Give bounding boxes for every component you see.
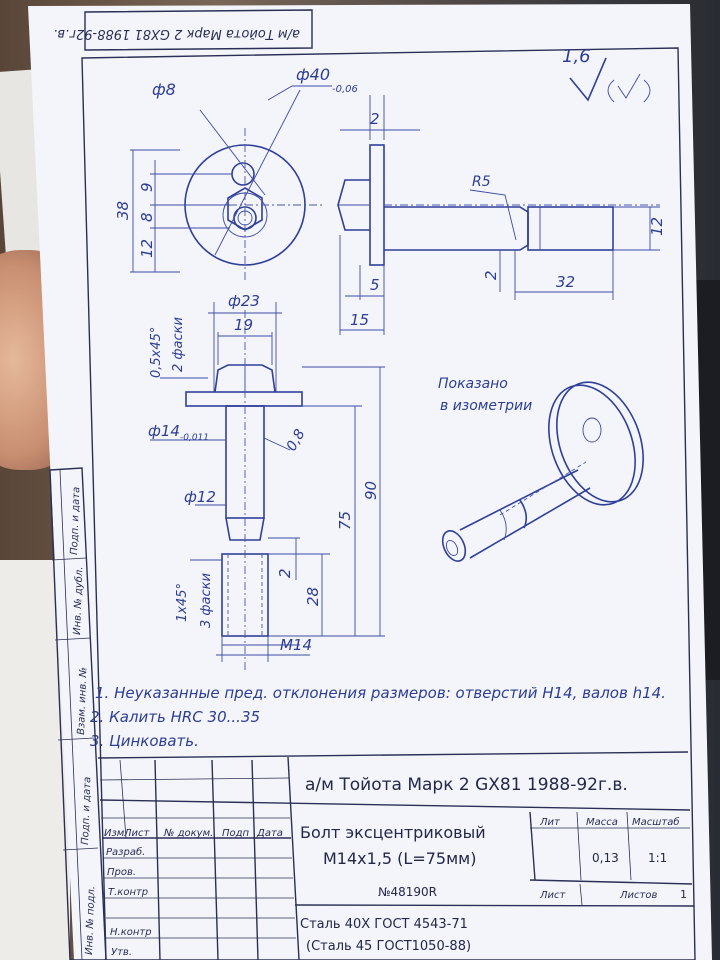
top-stamp-text: а/м Тойота Марк 2 GX81 1988-92г.в. bbox=[53, 26, 300, 41]
drawing-frame bbox=[81, 47, 696, 960]
chamfer-bottom-note: 3 фаски bbox=[199, 573, 214, 628]
strip-podp-data-2: Подп. и дата bbox=[80, 777, 93, 845]
strip-inv-dubl: Инв. № дубл. bbox=[71, 566, 85, 635]
dim-19-label: 19 bbox=[234, 316, 253, 334]
dim-disc-label: ф40 bbox=[296, 65, 330, 84]
title-material-1: Сталь 40Х ГОСТ 4543-71 bbox=[300, 917, 468, 932]
top-stamp: а/м Тойота Марк 2 GX81 1988-92г.в. bbox=[53, 9, 313, 51]
hdr-masshtab: Масштаб bbox=[632, 816, 680, 828]
row-utv: Утв. bbox=[111, 947, 132, 958]
note-3: 3. Цинковать. bbox=[90, 732, 199, 750]
dim-12-front-label: ф12 bbox=[184, 488, 216, 506]
title-block: Изм Лист № докум. Подп Дата Разраб. Пров… bbox=[97, 751, 695, 960]
top-view: ф8 ф40 -0,06 38 12 8 9 bbox=[114, 65, 358, 280]
iso-caption-2: в изометрии bbox=[440, 398, 532, 414]
row-tkontr: Т.контр bbox=[108, 887, 148, 898]
dim-12-side-label: 12 bbox=[648, 217, 666, 236]
title-vehicle: а/м Тойота Марк 2 GX81 1988-92г.в. bbox=[305, 775, 628, 795]
col-list: Лист bbox=[123, 828, 151, 839]
scale-value: 1:1 bbox=[648, 851, 667, 865]
col-izm: Изм bbox=[104, 828, 125, 839]
dim-14-tolerance: -0,011 bbox=[180, 433, 209, 443]
row-razrab: Разраб. bbox=[106, 846, 145, 858]
chamfer-top-note: 2 фаски bbox=[171, 317, 186, 372]
strip-podp-data-1: Подп. и дата bbox=[69, 487, 82, 555]
col-data: Дата bbox=[256, 828, 283, 839]
dim-disc-tolerance: -0,06 bbox=[332, 84, 358, 95]
isometric-view: Показано в изометрии bbox=[438, 376, 644, 562]
strip-inv-podl: Инв. № подл. bbox=[84, 886, 97, 955]
dim-75-label: 75 bbox=[336, 511, 354, 530]
dim-9-label: 9 bbox=[138, 182, 156, 192]
sheets-value: 1 bbox=[680, 888, 687, 901]
note-2: 2. Калить HRC 30...35 bbox=[90, 708, 260, 726]
dim-23-label: ф23 bbox=[228, 292, 260, 310]
title-part-name-1: Болт эксцентриковый bbox=[300, 823, 486, 842]
side-view: 2 R5 12 2 5 15 32 bbox=[337, 95, 666, 335]
iso-disc bbox=[548, 384, 636, 506]
dim-hole-label: ф8 bbox=[152, 80, 176, 99]
row-nkontr: Н.контр bbox=[110, 927, 152, 938]
thread-label: М14 bbox=[280, 636, 312, 654]
dim-14-label: ф14 bbox=[148, 422, 180, 440]
roughness-mark: 1,6 bbox=[562, 46, 651, 103]
chamfer-top-label: 0,5х45° bbox=[149, 327, 164, 378]
dim-12-label: 12 bbox=[138, 239, 156, 258]
title-part-number: №48190R bbox=[378, 885, 437, 899]
iso-caption-1: Показано bbox=[438, 376, 508, 392]
dim-15-label: 15 bbox=[350, 311, 369, 329]
dim-5-label: 5 bbox=[370, 276, 380, 294]
dim-90-label: 90 bbox=[362, 481, 380, 500]
hdr-massa: Масса bbox=[586, 817, 618, 828]
dim-32-label: 32 bbox=[556, 273, 575, 291]
sheet-label: Лист bbox=[539, 890, 567, 901]
dim-38-label: 38 bbox=[114, 201, 132, 220]
dim-8-label: 8 bbox=[138, 212, 156, 222]
hdr-lit: Лит bbox=[539, 817, 561, 828]
notes: 1. Неуказанные пред. отклонения размеров… bbox=[90, 684, 666, 750]
dim-r5-label: R5 bbox=[472, 174, 491, 190]
chamfer-bottom-label: 1х45° bbox=[175, 583, 190, 622]
side-strip: Подп. и дата Инв. № дубл. Взам. инв. № П… bbox=[49, 467, 107, 960]
dim-2-front-label: 2 bbox=[276, 568, 294, 578]
dim-28-label: 28 bbox=[304, 587, 322, 606]
note-1: 1. Неуказанные пред. отклонения размеров… bbox=[95, 684, 666, 702]
strip-vzam-inv: Взам. инв. № bbox=[76, 667, 89, 735]
dim-2-top-label: 2 bbox=[370, 110, 380, 128]
title-material-2: (Сталь 45 ГОСТ1050-88) bbox=[306, 939, 471, 954]
roughness-value: 1,6 bbox=[562, 46, 591, 67]
col-doc: № докум. bbox=[163, 828, 213, 839]
title-part-name-2: М14х1,5 (L=75мм) bbox=[323, 849, 476, 868]
sheets-label: Листов bbox=[619, 890, 657, 901]
col-podp: Подп bbox=[222, 828, 250, 839]
dim-2-groove-label: 2 bbox=[482, 270, 500, 280]
mass-value: 0,13 bbox=[592, 851, 619, 865]
row-prov: Пров. bbox=[107, 867, 136, 878]
